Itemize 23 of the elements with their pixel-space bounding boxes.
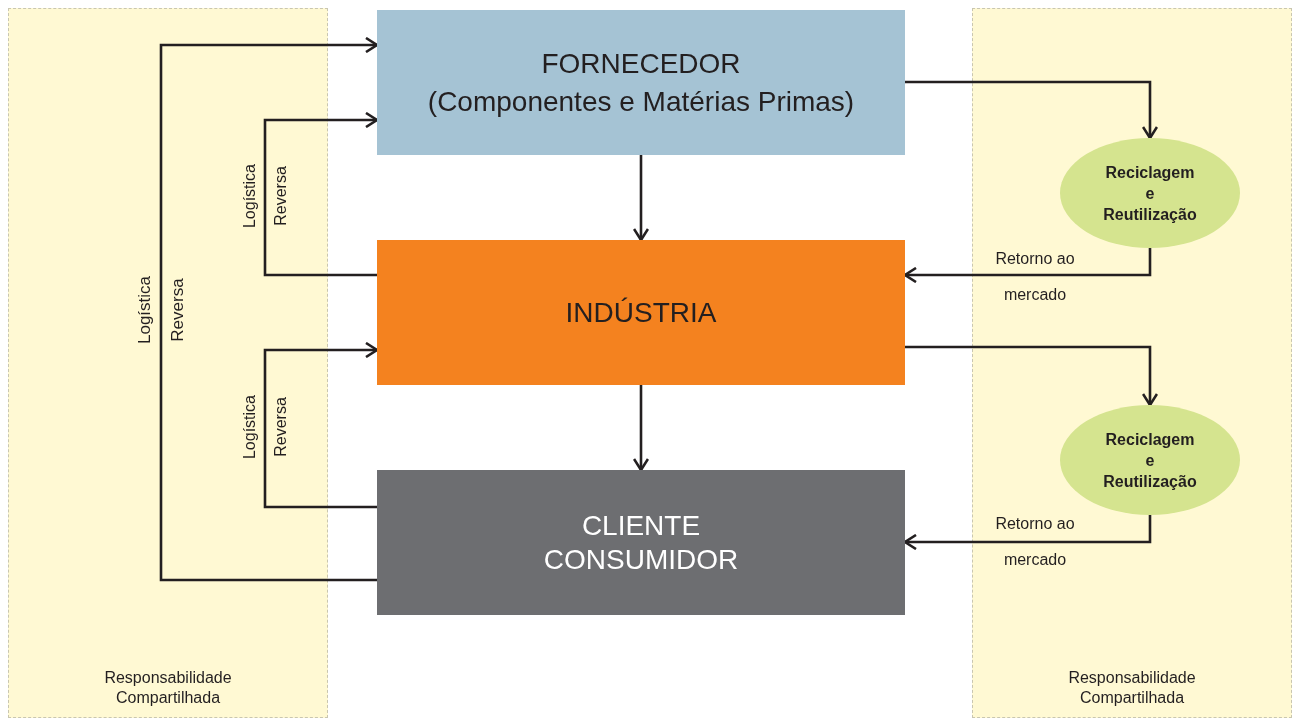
box-title: CLIENTE CONSUMIDOR xyxy=(542,508,740,577)
ellipse-label: Reciclagem e Reutilização xyxy=(1102,162,1198,225)
panel-caption: Responsabilidade Compartilhada xyxy=(1067,668,1197,708)
box-title: INDÚSTRIA xyxy=(565,295,717,330)
panel-caption: Responsabilidade Compartilhada xyxy=(103,668,233,708)
edge-label: Logística Reversa xyxy=(134,275,188,347)
arrow xyxy=(632,155,650,242)
arrow xyxy=(632,385,650,472)
box-subtitle: (Componentes e Matérias Primas) xyxy=(427,84,855,119)
arrow xyxy=(263,111,379,277)
arrow xyxy=(159,36,379,582)
process-box xyxy=(377,10,905,155)
edge-label: Retorno ao mercado xyxy=(994,514,1076,570)
edge-label: Logística Reversa xyxy=(240,394,290,462)
process-box xyxy=(377,240,905,385)
arrow xyxy=(905,80,1159,140)
arrow xyxy=(905,345,1159,407)
ellipse-label: Reciclagem e Reutilização xyxy=(1102,429,1198,492)
edge-label: Retorno ao mercado xyxy=(994,249,1076,305)
arrow xyxy=(263,341,379,509)
process-box xyxy=(377,470,905,615)
box-title: FORNECEDOR xyxy=(541,46,741,81)
edge-label: Logística Reversa xyxy=(240,163,290,231)
